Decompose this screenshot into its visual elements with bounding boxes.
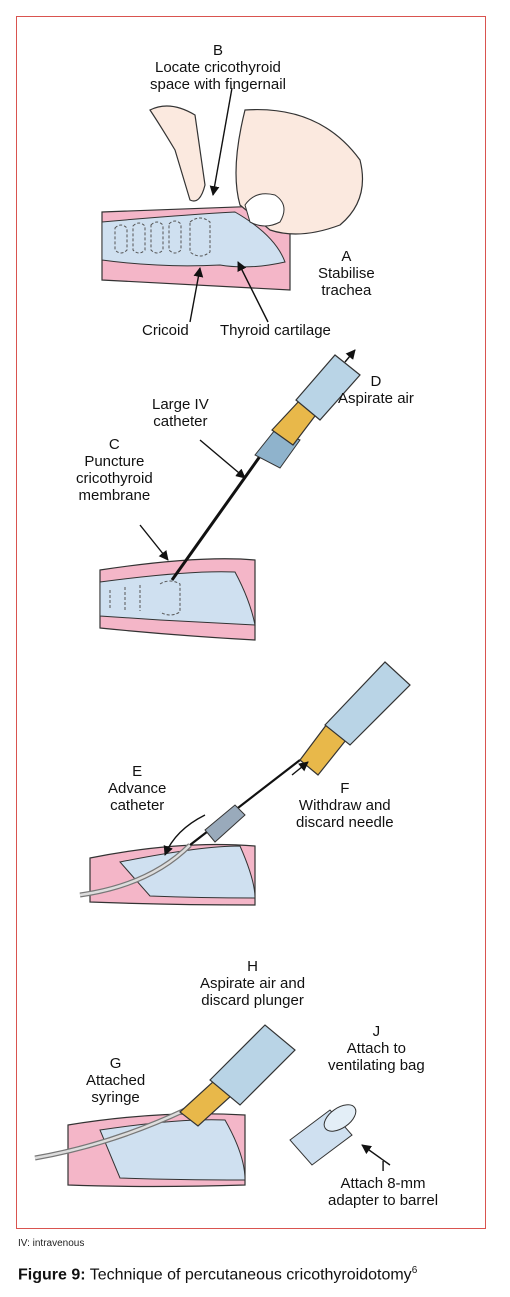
label-large-iv: Large IV catheter [152,396,209,430]
label-g: G Attached syringe [86,1055,146,1106]
label-d: D Aspirate air [338,373,414,407]
caption-label: Figure 9: [18,1266,86,1284]
label-b: B Locate cricothyroid space with fingern… [150,42,286,93]
footnote: IV: intravenous [18,1238,85,1249]
label-c: C Puncture cricothyroid membrane [76,436,153,504]
panel-stabilise-trachea [101,87,364,323]
caption-text: Technique of percutaneous cricothyroidot… [85,1266,412,1284]
label-a: A Stabilise trachea [318,248,375,299]
figure-caption: Figure 9: Technique of percutaneous cric… [18,1265,417,1284]
label-i: I Attach 8-mm adapter to barrel [328,1158,439,1209]
panel-attach-adapter [34,1024,391,1188]
label-j: J Attach to ventilating bag [328,1023,425,1074]
label-e: E Advance catheter [108,763,167,814]
trachea-shape [101,211,286,268]
label-f: F Withdraw and discard needle [296,780,394,831]
adapter [289,1104,357,1166]
syringe-barrel [295,354,361,421]
panel-puncture-membrane [99,349,361,641]
finger-shape [149,105,206,202]
caption-ref: 6 [411,1265,418,1276]
label-h: H Aspirate air and discard plunger [200,958,306,1009]
panel-advance-catheter [79,661,411,906]
label-thyroid-cartilage: Thyroid cartilage [220,322,331,339]
label-cricoid: Cricoid [142,322,189,339]
